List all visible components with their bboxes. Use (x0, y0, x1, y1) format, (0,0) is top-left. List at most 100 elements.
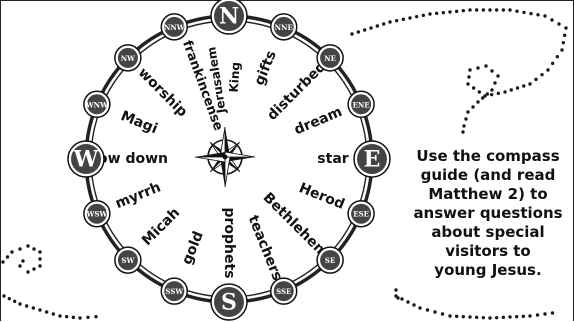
dot (497, 92, 500, 95)
dot (475, 8, 478, 11)
dot (482, 316, 485, 319)
dot (467, 75, 470, 78)
dot (476, 66, 479, 69)
node-label: W (73, 147, 99, 173)
dot (408, 16, 411, 19)
dot (508, 8, 511, 11)
dot (490, 93, 493, 96)
direction-node-w: W (68, 141, 104, 177)
direction-node-wsw: WSW (84, 201, 110, 227)
dot (564, 26, 567, 29)
dot (18, 302, 21, 305)
dot (550, 18, 553, 21)
dot (350, 32, 353, 35)
direction-node-sw: SW (115, 247, 141, 273)
dot (515, 10, 518, 13)
node-label: ENE (353, 100, 370, 109)
node-label: SSE (276, 287, 291, 296)
direction-node-nnw: NNW (161, 14, 187, 40)
dot (502, 316, 505, 319)
instructions-line: answer questions (404, 204, 572, 223)
node-label: WNW (85, 100, 108, 109)
dot (415, 15, 418, 18)
direction-node-ne: NE (317, 45, 343, 71)
dot (472, 86, 475, 89)
dot (422, 14, 425, 17)
dot (78, 316, 81, 319)
word-ssw: gold (179, 229, 207, 267)
dot (482, 8, 485, 11)
dot (488, 8, 491, 11)
dot (357, 30, 360, 33)
dot (478, 90, 481, 93)
dot (468, 8, 471, 11)
instructions-text: Use the compass guide (and read Matthew … (404, 147, 572, 280)
node-label: NW (121, 54, 135, 63)
dot (441, 312, 444, 315)
direction-node-s: S (211, 284, 247, 320)
dot (515, 315, 518, 318)
node-label: NNW (164, 23, 185, 32)
dot (32, 267, 35, 270)
node-label: ESE (353, 210, 369, 219)
dot (32, 247, 35, 250)
dot (461, 130, 464, 133)
dot (388, 20, 391, 23)
dot (560, 48, 563, 51)
dot (418, 306, 421, 309)
dot (540, 73, 543, 76)
node-label: SE (325, 256, 335, 265)
dot (6, 255, 9, 258)
dot (13, 300, 16, 303)
dot (433, 310, 436, 313)
dot (72, 316, 75, 319)
node-label: SW (121, 256, 134, 265)
dot (557, 22, 560, 25)
dot (562, 41, 565, 44)
dot (26, 270, 29, 273)
dot (476, 100, 479, 103)
word-sw: Micah (139, 205, 183, 249)
dot (536, 13, 539, 16)
dot (369, 26, 372, 29)
dot (406, 300, 409, 303)
dot (426, 308, 429, 311)
dot (464, 117, 467, 120)
dot (402, 18, 405, 21)
instructions-line: visitors to (404, 242, 572, 261)
rose-point-dark (195, 152, 225, 157)
dot (466, 110, 469, 113)
dot (18, 247, 21, 250)
dot (481, 96, 484, 99)
dot (455, 315, 458, 318)
node-label: E (364, 147, 381, 173)
dot (475, 316, 478, 319)
node-label: S (221, 290, 237, 316)
word-wnw: Magi (118, 108, 159, 137)
instructions-line: Use the compass (404, 147, 572, 166)
dot (26, 244, 29, 247)
dot (18, 264, 21, 267)
dot (396, 296, 399, 299)
instructions-line: Matthew 2) to (404, 185, 572, 204)
dot (516, 86, 519, 89)
direction-node-nne: NNE (271, 14, 297, 40)
dot (45, 310, 48, 313)
dot (382, 22, 385, 25)
rose-center (223, 155, 228, 160)
dot (412, 303, 415, 306)
dot (528, 82, 531, 85)
dot (52, 312, 55, 315)
node-label: N (219, 4, 239, 30)
dot (536, 313, 539, 316)
word-nw: worship (135, 65, 191, 121)
instructions-line: young Jesus. (404, 261, 572, 280)
dot (448, 10, 451, 13)
dot (510, 88, 513, 91)
dot (428, 12, 431, 15)
dot (363, 28, 366, 31)
dot (484, 64, 487, 67)
word-nne: gifts (252, 48, 280, 87)
node-label: NE (324, 54, 336, 63)
